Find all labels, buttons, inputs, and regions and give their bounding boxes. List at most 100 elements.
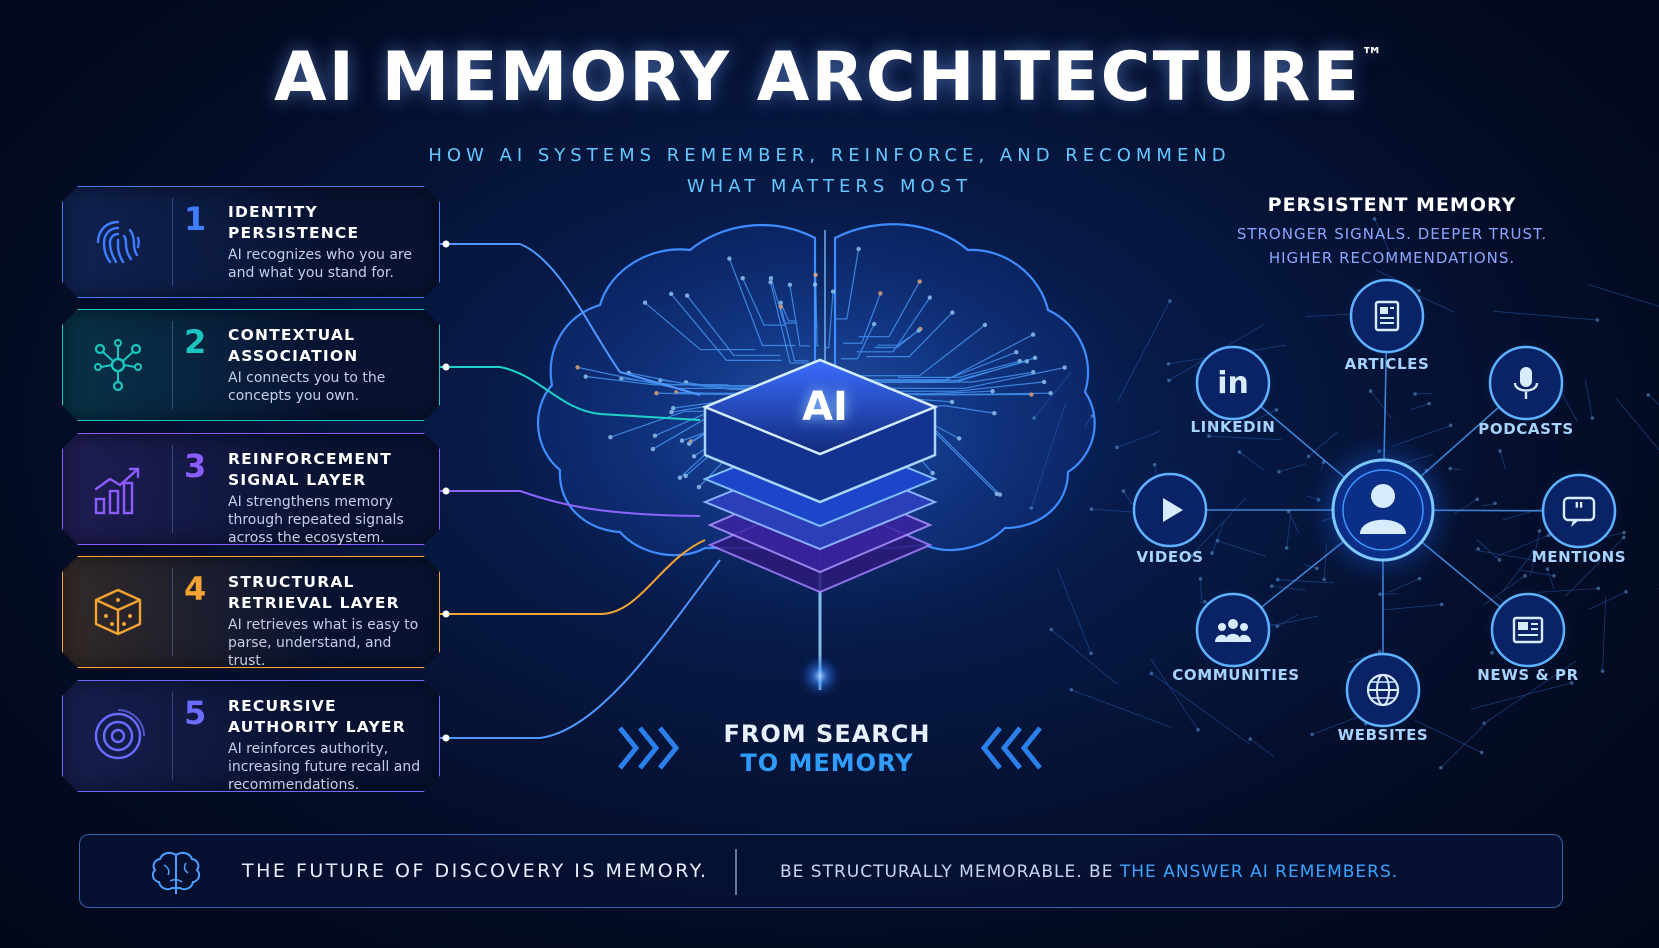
people-icon bbox=[1215, 619, 1251, 642]
mesh-dot bbox=[1269, 584, 1274, 589]
circuit-trace bbox=[780, 302, 797, 322]
network-nodes: "in bbox=[1124, 270, 1625, 736]
circuit-node bbox=[956, 436, 962, 441]
chevron-right-icon bbox=[618, 726, 680, 770]
mesh-line bbox=[1370, 390, 1392, 419]
circuit-node bbox=[917, 279, 922, 284]
mesh-dot bbox=[1215, 538, 1220, 543]
footer-banner: THE FUTURE OF DISCOVERY IS MEMORY. BE ST… bbox=[79, 834, 1563, 908]
layer-description: AI connects you to the concepts you own. bbox=[228, 370, 386, 404]
circuit-node bbox=[830, 289, 836, 294]
network-node-news-pr bbox=[1482, 584, 1574, 676]
circuit-trace bbox=[728, 258, 796, 347]
mesh-dot bbox=[1069, 687, 1074, 692]
linkedin-icon: in bbox=[1217, 366, 1249, 401]
circuit-node bbox=[856, 246, 861, 252]
mesh-line bbox=[1615, 398, 1659, 451]
circuit-trace bbox=[835, 248, 860, 320]
circuit-trace bbox=[628, 372, 759, 387]
network-node-label: LINKEDIN bbox=[1190, 418, 1276, 436]
chevron-left-icon bbox=[980, 726, 1042, 770]
circuit-node bbox=[927, 295, 932, 300]
mesh-dot bbox=[1315, 566, 1319, 571]
mesh-dot bbox=[1622, 530, 1626, 535]
mesh-line bbox=[1209, 435, 1282, 441]
circuit-node bbox=[949, 399, 955, 405]
circuit-node bbox=[727, 256, 732, 261]
circuit-trace bbox=[911, 371, 1034, 383]
globe-icon bbox=[1366, 673, 1400, 707]
card-border bbox=[62, 680, 440, 792]
circuit-trace bbox=[770, 278, 798, 324]
footer-divider bbox=[735, 849, 737, 895]
circuit-node bbox=[812, 282, 818, 287]
mesh-dot bbox=[1284, 546, 1289, 550]
growth-chart-icon bbox=[88, 459, 148, 519]
mesh-dot bbox=[1595, 318, 1600, 322]
circuit-node bbox=[691, 454, 697, 459]
mesh-line bbox=[1071, 689, 1172, 728]
mesh-dot bbox=[1210, 551, 1214, 555]
mesh-dot bbox=[1596, 586, 1601, 591]
mesh-dot bbox=[1493, 501, 1497, 506]
circuit-node bbox=[813, 272, 818, 278]
circuit-node bbox=[992, 411, 997, 416]
circuit-node bbox=[982, 322, 988, 328]
mesh-dot bbox=[1166, 362, 1171, 366]
circuit-trace bbox=[887, 360, 1028, 381]
newspaper-icon bbox=[1512, 616, 1544, 644]
card-border bbox=[62, 186, 440, 298]
network-node-podcasts bbox=[1480, 337, 1572, 429]
circuit-node bbox=[787, 282, 793, 288]
ai-chip-stack bbox=[701, 358, 939, 594]
mesh-dot bbox=[1049, 627, 1054, 632]
layer-number: 2 bbox=[184, 323, 207, 361]
mesh-line bbox=[1450, 468, 1461, 471]
mesh-dot bbox=[1167, 378, 1171, 383]
mesh-line bbox=[1501, 551, 1535, 593]
circuit-trace bbox=[780, 306, 809, 362]
page-subtitle: HOW AI SYSTEMS REMEMBER, REINFORCE, AND … bbox=[428, 145, 1231, 197]
mesh-line bbox=[1286, 513, 1292, 549]
mesh-dot bbox=[1475, 497, 1480, 502]
mesh-dot bbox=[1482, 721, 1487, 726]
card-border bbox=[62, 309, 440, 421]
circuit-node bbox=[679, 438, 685, 443]
circuit-node bbox=[778, 300, 783, 305]
footer-call-to-action: BE STRUCTURALLY MEMORABLE. BE THE ANSWER… bbox=[780, 862, 1399, 882]
network-node-label: ARTICLES bbox=[1344, 355, 1430, 373]
circuit-node bbox=[642, 300, 648, 305]
mesh-line bbox=[1277, 579, 1335, 584]
layer-description: AI reinforces authority, increasing futu… bbox=[228, 741, 421, 793]
mesh-dot bbox=[1196, 727, 1200, 732]
circuit-node bbox=[1032, 355, 1038, 361]
mesh-dot bbox=[1439, 602, 1444, 607]
circuit-node bbox=[1024, 359, 1030, 364]
card-divider bbox=[172, 445, 173, 533]
circuit-node bbox=[994, 491, 999, 497]
mesh-dot bbox=[1368, 389, 1373, 393]
card-divider bbox=[172, 568, 173, 656]
mesh-line bbox=[1057, 568, 1092, 654]
circuit-node bbox=[670, 405, 676, 411]
mesh-line bbox=[1030, 403, 1067, 509]
layer-description: AI recognizes who you are and what you s… bbox=[228, 247, 412, 281]
mesh-line bbox=[1239, 451, 1265, 471]
center-tagline: FROM SEARCH TO MEMORY bbox=[723, 720, 931, 777]
circuit-trace bbox=[814, 284, 818, 328]
network-node-label: VIDEOS bbox=[1136, 548, 1204, 566]
circuit-trace bbox=[789, 284, 810, 347]
network-node-articles bbox=[1341, 270, 1433, 362]
mesh-dot bbox=[1089, 651, 1093, 656]
mesh-dot bbox=[1498, 449, 1502, 453]
mesh-line bbox=[1648, 394, 1659, 406]
mesh-line bbox=[1440, 718, 1491, 769]
mesh-line bbox=[1587, 284, 1659, 307]
card-divider bbox=[172, 198, 173, 286]
network-node-label: COMMUNITIES bbox=[1172, 666, 1300, 684]
mesh-line bbox=[1116, 431, 1160, 448]
